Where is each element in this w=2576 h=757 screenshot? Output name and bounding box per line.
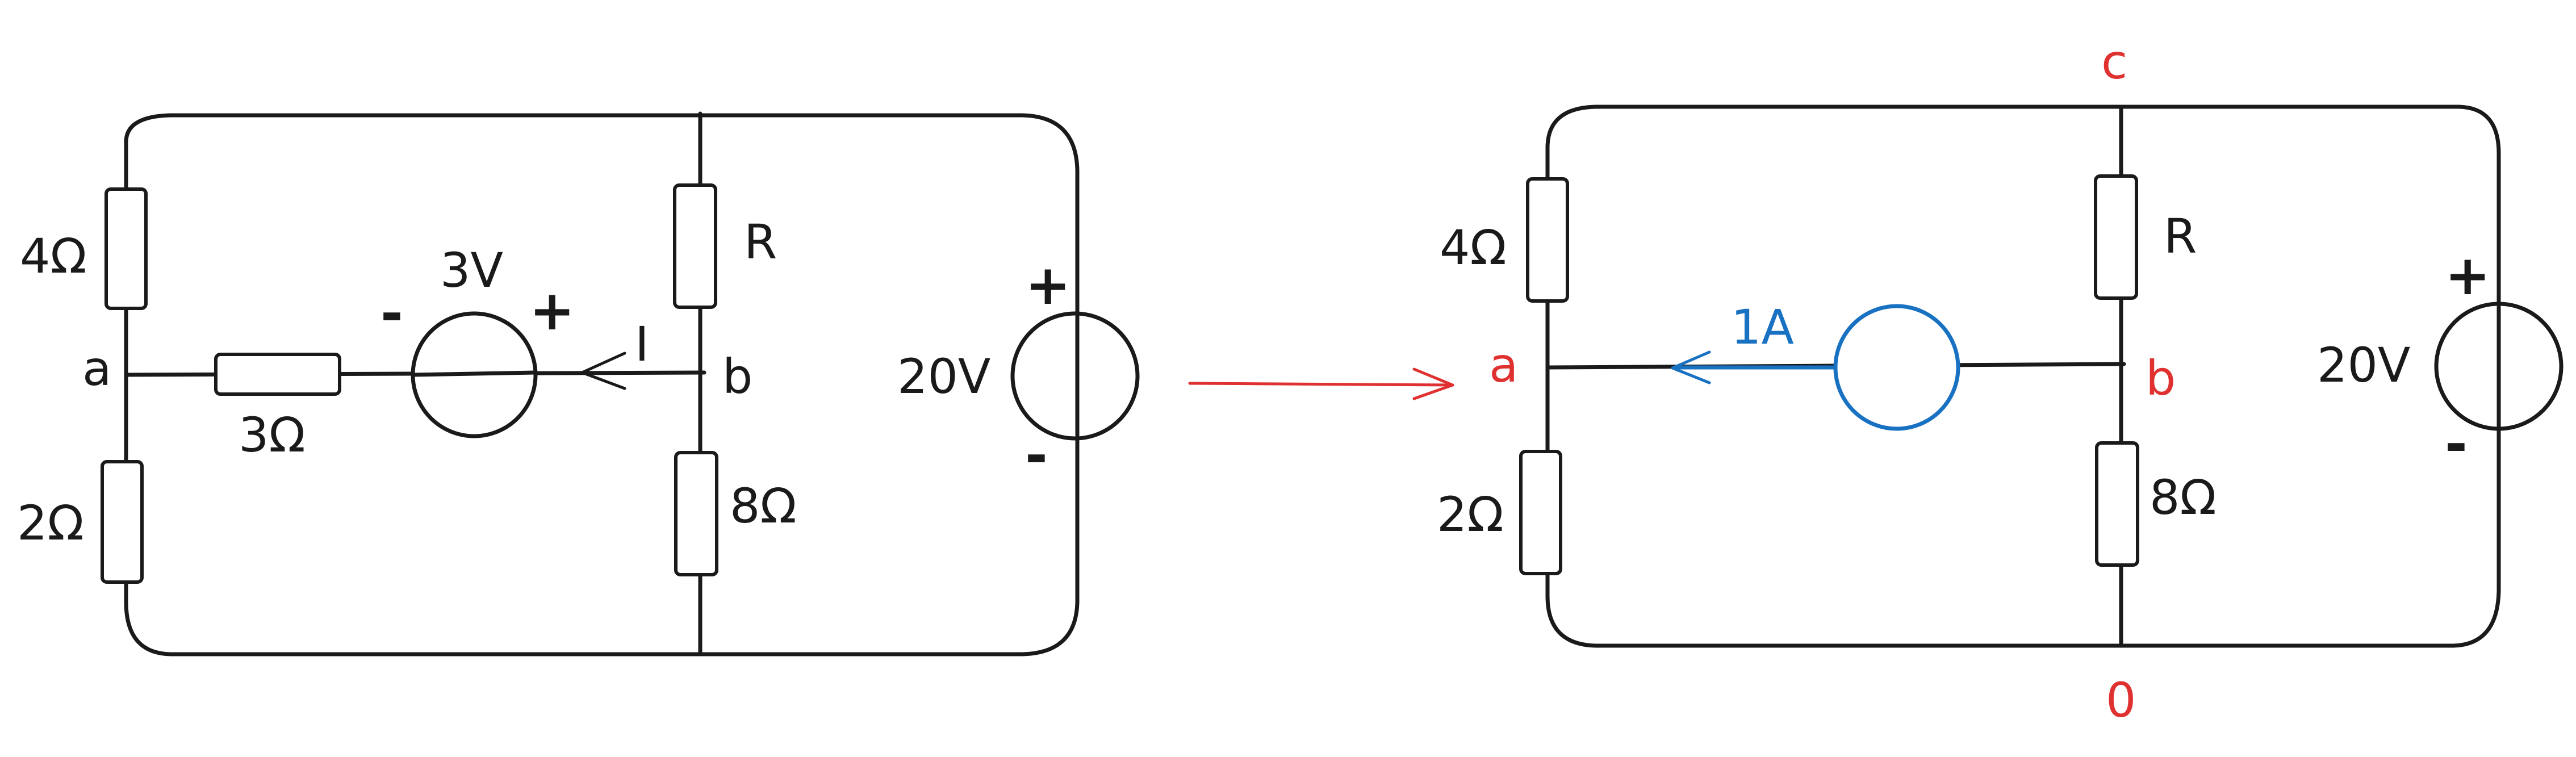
left-label-2ohm: 2Ω <box>17 495 84 551</box>
left-label-3v: 3V <box>440 242 503 298</box>
left-outer-wire <box>124 113 1080 656</box>
right-node-a: a <box>1489 337 1518 393</box>
right-current-arrow <box>1671 350 1711 384</box>
left-battery-minus: - <box>1025 424 1048 487</box>
left-battery-20v <box>1010 311 1140 441</box>
left-circuit: 4Ω 2Ω 3Ω R 8Ω a b 3V - + I 20V + - <box>17 111 1140 656</box>
right-outer-wire <box>1545 104 2501 648</box>
left-label-20v: 20V <box>897 349 990 404</box>
left-source-plus: + <box>529 279 575 342</box>
left-resistor-8ohm <box>674 451 718 576</box>
left-current-arrow <box>580 352 626 390</box>
left-node-a: a <box>82 341 111 396</box>
left-label-8ohm: 8Ω <box>730 478 797 534</box>
right-resistor-4ohm <box>1526 177 1569 303</box>
right-circuit: 4Ω 2Ω R 8Ω a b c 0 1A 20V + - <box>1437 34 2564 728</box>
right-label-1a: 1A <box>1731 299 1794 355</box>
left-source-minus: - <box>380 282 403 345</box>
left-resistor-R <box>673 183 717 309</box>
left-resistor-4ohm <box>104 187 148 310</box>
right-battery-minus: - <box>2445 412 2468 476</box>
right-label-20v: 20V <box>2317 337 2410 393</box>
right-node-c: c <box>2101 34 2127 90</box>
right-label-8ohm: 8Ω <box>2150 470 2217 525</box>
left-source-through-wire <box>411 370 538 377</box>
right-label-R: R <box>2164 208 2197 264</box>
left-label-R: R <box>744 214 777 270</box>
right-node-b: b <box>2146 350 2176 406</box>
right-label-2ohm: 2Ω <box>1437 487 1504 542</box>
right-label-4ohm: 4Ω <box>1440 220 1507 275</box>
right-resistor-R <box>2094 174 2138 300</box>
right-current-source-1a <box>1833 304 1960 431</box>
left-label-4ohm: 4Ω <box>20 228 87 284</box>
right-node-0: 0 <box>2106 672 2136 728</box>
left-label-I: I <box>635 316 649 372</box>
left-node-b: b <box>722 349 752 404</box>
right-battery-plus: + <box>2445 244 2490 307</box>
left-label-3ohm: 3Ω <box>239 407 306 463</box>
transform-arrow <box>1188 367 1454 400</box>
left-resistor-2ohm <box>101 460 144 584</box>
right-resistor-8ohm <box>2095 441 2139 567</box>
right-resistor-2ohm <box>1519 450 1562 575</box>
left-resistor-3ohm <box>214 353 341 396</box>
left-battery-plus: + <box>1025 253 1070 317</box>
